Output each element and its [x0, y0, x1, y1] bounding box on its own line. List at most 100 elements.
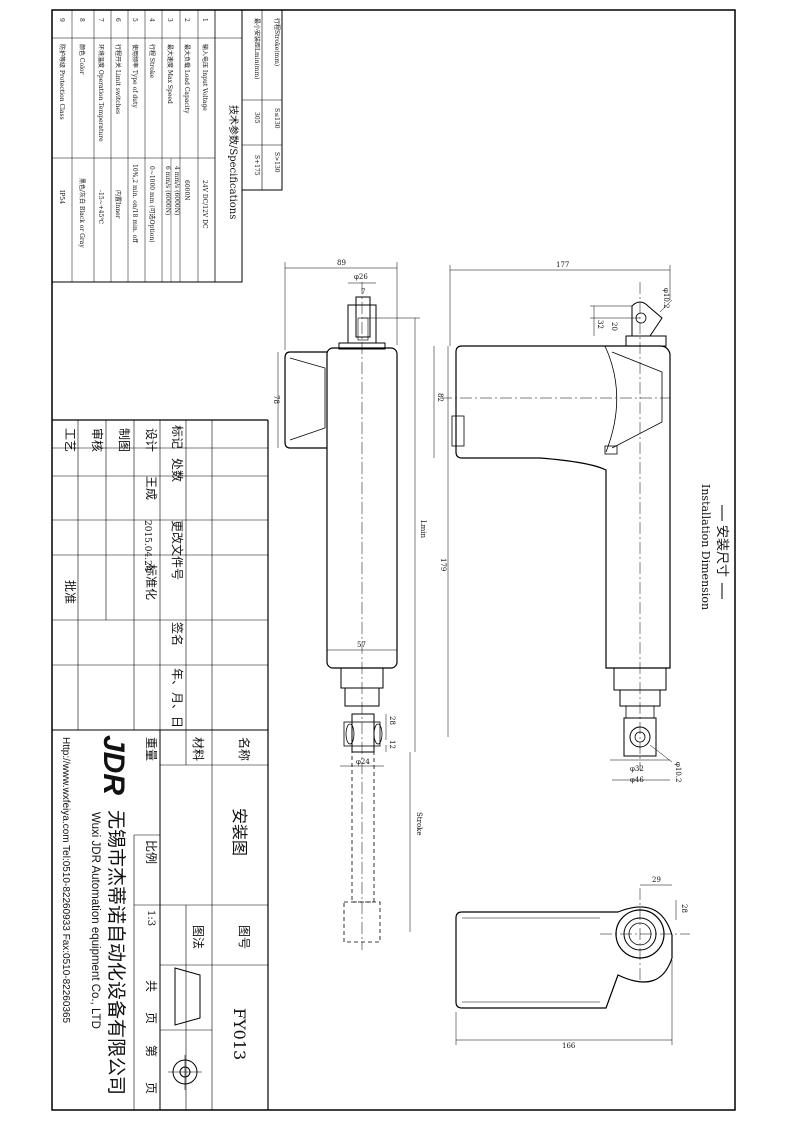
actuator-bottom-view — [455, 888, 690, 1009]
dim-10-2-top: φ10.2 — [662, 288, 670, 309]
tb-method-label: 图法 — [191, 925, 205, 949]
tb-name-label: 名称 — [237, 737, 252, 761]
tb-change-doc: 更改文件号 — [170, 520, 185, 580]
tb-sign: 签名 — [170, 622, 185, 646]
spec-no-5: 5 — [131, 18, 138, 22]
company-contact: Http://www.wxfeiya.com Tel:0510-82260933… — [60, 737, 71, 1024]
dim-32-top: 32 — [596, 320, 604, 329]
spec-no-1: 1 — [201, 18, 208, 22]
spec-label-8: 颜色 Color — [78, 44, 86, 75]
stroke-table: 行程Stroke(mm) S≤130 S>130 最小安装距Lmin(mm) 3… — [241, 9, 283, 191]
dim-28b: 28 — [680, 904, 688, 913]
tb-number: FY013 — [230, 1008, 249, 1060]
tb-name: 安装图 — [230, 808, 249, 856]
specifications-table: 技术参数/Specifications 1 输入电压 Input Voltage… — [51, 9, 243, 283]
spec-label-7: 环境温度 Operation Temperature — [97, 44, 105, 142]
stroke-header-le130: S≤130 — [273, 108, 280, 129]
tb-weight-label: 重量 — [144, 737, 158, 761]
lmin-label: 最小安装距Lmin(mm) — [253, 18, 261, 80]
dim-166: 166 — [562, 1042, 576, 1050]
stroke-header-gt130: S>130 — [273, 152, 280, 173]
dim-57: 57 — [357, 641, 366, 649]
company-block: JDR 无锡市杰蒂诺自动化设备有限公司 Wuxi JDR Automation … — [60, 735, 130, 1095]
dim-32-bottom: φ32 — [630, 765, 644, 773]
actuator-side-view — [440, 282, 671, 770]
tb-page-of: 第 — [144, 1045, 158, 1057]
spec-value-8: 黑色/灰白 Black or Gray — [78, 178, 86, 248]
dim-10-2-bottom: φ10.2 — [674, 762, 682, 783]
tb-date-col: 年、月、日 — [170, 668, 184, 728]
tb-process: 工艺 — [63, 428, 77, 452]
installation-label: 安装尺寸 Installation Dimension — [699, 484, 729, 610]
tb-design-date: 2015.04.24 — [142, 520, 152, 572]
spec-label-6: 行程开关 Limit switches — [114, 44, 122, 114]
spec-value-7: -15~+45℃ — [97, 190, 104, 224]
tb-standardize: 标准化 — [144, 564, 158, 600]
dim-89: 89 — [337, 259, 346, 267]
spec-value-3b: 6 mm/s (6000N) — [164, 166, 171, 215]
spec-value-6: 内置Inner — [114, 190, 122, 219]
tb-page-unit-1: 页 — [144, 1012, 158, 1024]
company-name-en: Wuxi JDR Automation equipment Co., LTD — [89, 812, 101, 1029]
tb-check: 审核 — [90, 428, 105, 452]
tb-material-label: 材料 — [191, 737, 205, 761]
title-block-labels: 标记 处数 更改文件号 签名 年、月、日 设计 王成 2015.04.24 标准… — [63, 425, 252, 1094]
tb-count: 处数 — [170, 458, 185, 482]
dim-82: 82 — [436, 393, 444, 402]
tb-number-label: 图号 — [237, 925, 251, 949]
tb-approve: 批准 — [63, 580, 78, 604]
tb-scale-label: 比例 — [144, 840, 158, 864]
spec-value-5: 10%,2 min. on/18 min. off — [131, 164, 138, 243]
dim-20: 20 — [610, 322, 618, 331]
spec-label-9: 防护等级 Protection Class — [58, 44, 66, 120]
dim-29: 29 — [652, 876, 661, 884]
tb-design: 设计 — [144, 428, 158, 452]
spec-label-5: 使用频率 Type of duty — [131, 44, 139, 108]
actuator-front-view — [284, 282, 398, 950]
spec-no-4: 4 — [148, 18, 155, 22]
company-name-cn: 无锡市杰蒂诺自动化设备有限公司 — [105, 810, 127, 1095]
spec-value-2: 6000N — [183, 180, 190, 201]
spec-no-3: 3 — [166, 18, 173, 22]
installation-label-cn: 安装尺寸 — [714, 525, 729, 577]
dim-179: 179 — [439, 558, 447, 571]
bottom-view-dimensions — [455, 884, 677, 1045]
lmin-le130: 305 — [253, 112, 260, 124]
spec-no-6: 6 — [114, 18, 121, 22]
spec-value-4: 0~1000 mm (可选Option) — [148, 166, 156, 243]
spec-no-2: 2 — [183, 18, 190, 22]
dim-7: 7 — [361, 288, 365, 296]
dim-12: 12 — [388, 740, 396, 749]
tb-page-unit-2: 页 — [144, 1082, 158, 1094]
spec-no-7: 7 — [97, 18, 104, 22]
spec-label-4: 行程 Stroke — [148, 44, 156, 79]
tb-designer: 王成 — [144, 476, 158, 500]
dim-lmin: Lmin — [419, 520, 427, 539]
sheet-border — [51, 9, 736, 1111]
dim-78: 78 — [272, 395, 280, 404]
front-view-dimensions — [277, 262, 420, 932]
spec-no-9: 9 — [58, 18, 65, 22]
installation-label-en: Installation Dimension — [699, 484, 712, 610]
tb-total: 共 — [144, 980, 158, 992]
dim-177: 177 — [556, 261, 569, 269]
spec-label-1: 输入电压 Input Voltage — [201, 44, 209, 111]
spec-label-3: 最大速度 Max Speed — [166, 44, 174, 104]
dim-24: φ24 — [356, 758, 370, 766]
tb-scale: 1:3 — [145, 910, 156, 926]
lmin-gt130: S+175 — [253, 155, 260, 176]
dim-28a: 28 — [388, 716, 396, 725]
stroke-header: 行程Stroke(mm) — [273, 18, 281, 66]
dim-26: φ26 — [354, 273, 368, 281]
spec-value-3a: 4 mm/s (6000N) — [173, 166, 180, 215]
spec-value-1: 24V DC/12V DC — [201, 180, 208, 229]
spec-label-2: 最大负载 Load Capacity — [183, 44, 191, 114]
dim-46: φ46 — [630, 776, 644, 784]
side-view-dimensions — [433, 265, 673, 781]
dim-stroke: Stroke — [415, 812, 423, 836]
spec-title: 技术参数/Specifications — [227, 105, 240, 219]
title-block — [52, 420, 268, 1110]
tb-draw: 制图 — [117, 428, 131, 452]
spec-value-9: IP54 — [58, 190, 65, 204]
